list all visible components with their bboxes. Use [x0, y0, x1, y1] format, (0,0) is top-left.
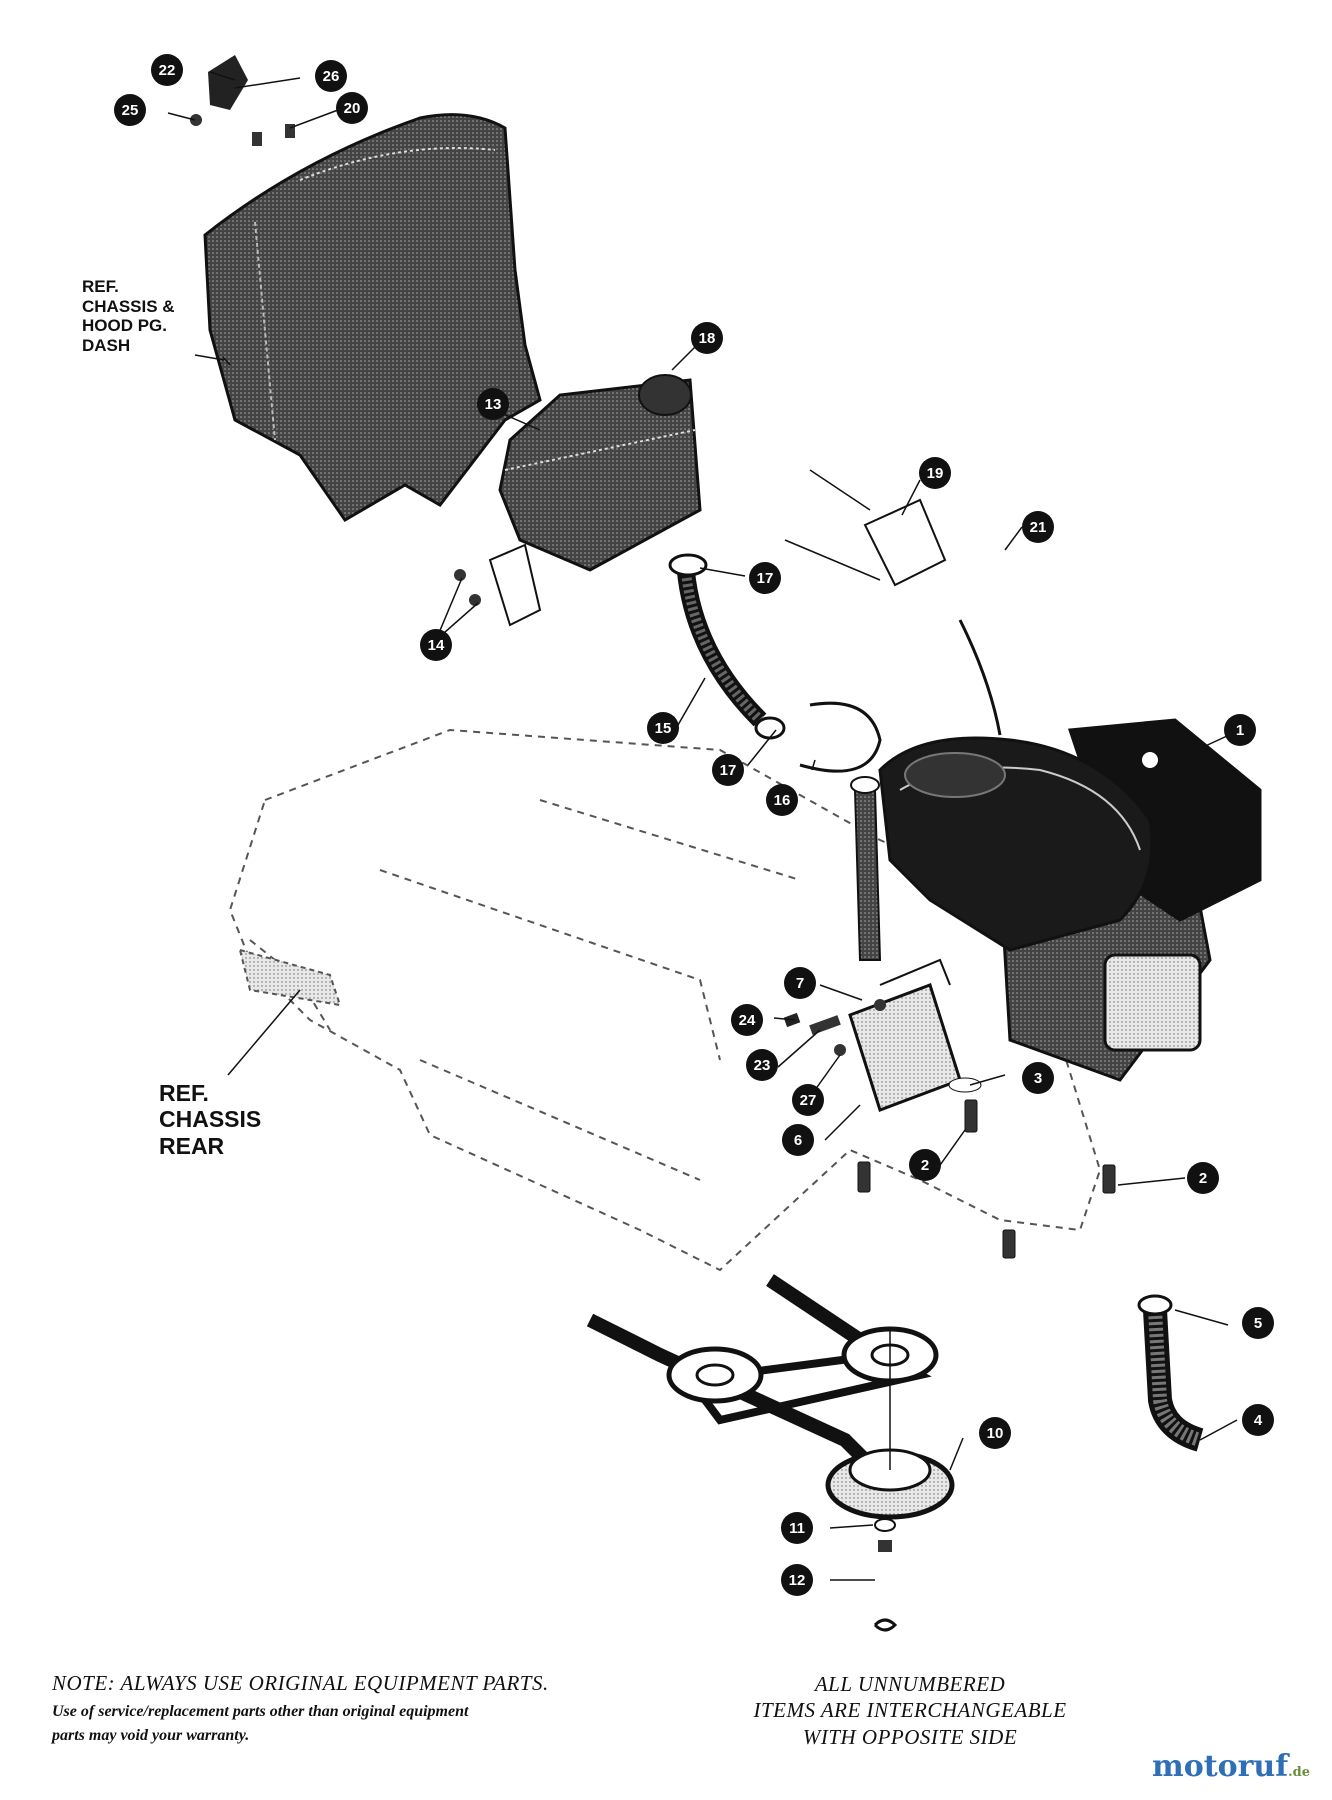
callout-label: 22 [159, 62, 176, 79]
callout-label: 5 [1254, 1315, 1262, 1332]
callout-11: 11 [781, 1512, 813, 1544]
callout-1: 1 [1224, 714, 1256, 746]
callout-24: 24 [731, 1004, 763, 1036]
note-body: Use of service/replacement parts other t… [52, 1700, 672, 1748]
interchangeable-line: ITEMS ARE INTERCHANGEABLE [753, 1698, 1067, 1723]
callout-label: 10 [987, 1425, 1004, 1442]
callout-label: 3 [1034, 1070, 1042, 1087]
engine-part [878, 718, 1262, 1082]
callout-label: 2 [1199, 1170, 1207, 1187]
callout-23: 23 [746, 1049, 778, 1081]
muffler-part [848, 958, 962, 1112]
callout-label: 26 [323, 68, 340, 85]
chassis-outline [228, 728, 1177, 1272]
callout-label: 16 [774, 792, 791, 809]
callout-label: 27 [800, 1092, 817, 1109]
dash-hardware [190, 55, 295, 146]
callout-2a: 2 [909, 1149, 941, 1181]
callout-6: 6 [782, 1124, 814, 1156]
hood-dash-part [203, 113, 542, 522]
callout-label: 6 [794, 1132, 802, 1149]
callout-14: 14 [420, 629, 452, 661]
throttle-control [784, 469, 1002, 736]
callout-label: 21 [1030, 519, 1047, 536]
callout-3: 3 [1022, 1062, 1054, 1094]
callout-15: 15 [647, 712, 679, 744]
oil-drain-hose [1137, 1294, 1204, 1452]
ref-chassis-hood-dash-label: REF. CHASSIS & HOOD PG. DASH [82, 277, 175, 355]
watermark-logo: motoruf.de [1152, 1749, 1310, 1784]
callout-17b: 17 [712, 754, 744, 786]
callout-label: 13 [485, 396, 502, 413]
callout-label: 25 [122, 102, 139, 119]
mount-bolts [857, 1077, 1116, 1259]
callout-label: 17 [720, 762, 737, 779]
callout-21: 21 [1022, 511, 1054, 543]
ref-line: DASH [82, 335, 131, 355]
tank-bracket [454, 543, 542, 627]
fuel-hose [668, 553, 786, 740]
callout-label: 15 [655, 720, 672, 737]
callout-22: 22 [151, 54, 183, 86]
callout-label: 12 [789, 1572, 806, 1589]
callout-19: 19 [919, 457, 951, 489]
callout-26: 26 [315, 60, 347, 92]
watermark-main: motoruf [1151, 1749, 1289, 1784]
callout-label: 18 [699, 330, 716, 347]
ref-line: HOOD PG. [82, 316, 168, 336]
callout-label: 19 [927, 465, 944, 482]
callout-label: 2 [921, 1157, 929, 1174]
ref-line: CHASSIS & [82, 296, 175, 316]
callout-5: 5 [1242, 1307, 1274, 1339]
fuel-tank-part [498, 374, 702, 572]
callout-label: 23 [754, 1057, 771, 1074]
callout-16: 16 [766, 784, 798, 816]
hose-clip [799, 701, 882, 773]
callout-17a: 17 [749, 562, 781, 594]
ref-line: REF. [159, 1080, 209, 1106]
interchangeable-note: ALL UNNUMBERED ITEMS ARE INTERCHANGEABLE… [700, 1671, 1120, 1750]
ref-line: REAR [159, 1132, 225, 1159]
ref-line: REF. [82, 277, 119, 296]
chassis-rear-bracket [238, 948, 342, 1007]
interchangeable-line: ALL UNNUMBERED [814, 1672, 1006, 1696]
callout-2b: 2 [1187, 1162, 1219, 1194]
callout-13: 13 [477, 388, 509, 420]
ref-chassis-rear-label: REF. CHASSIS REAR [159, 1080, 261, 1159]
dipstick-tube [850, 776, 882, 961]
callout-12: 12 [781, 1564, 813, 1596]
watermark-suffix: .de [1288, 1765, 1310, 1780]
callout-label: 14 [428, 637, 445, 654]
callout-label: 20 [344, 100, 361, 117]
warranty-note: NOTE: ALWAYS USE ORIGINAL EQUIPMENT PART… [52, 1671, 672, 1748]
callout-label: 7 [796, 975, 804, 992]
callout-20: 20 [336, 92, 368, 124]
callout-27: 27 [792, 1084, 824, 1116]
interchangeable-line: WITH OPPOSITE SIDE [802, 1724, 1018, 1749]
callout-18: 18 [691, 322, 723, 354]
callout-label: 11 [789, 1520, 805, 1537]
callout-25: 25 [114, 94, 146, 126]
callout-10: 10 [979, 1417, 1011, 1449]
callout-label: 1 [1236, 722, 1244, 739]
pulley-belt-assembly [586, 1274, 955, 1520]
callout-4: 4 [1242, 1404, 1274, 1436]
note-title: NOTE: ALWAYS USE ORIGINAL EQUIPMENT PART… [52, 1671, 549, 1695]
callout-label: 4 [1254, 1412, 1263, 1429]
pulley-hardware [873, 1518, 898, 1632]
ref-line: CHASSIS [159, 1106, 262, 1133]
callout-label: 24 [739, 1012, 756, 1029]
callout-7: 7 [784, 967, 816, 999]
callout-label: 17 [757, 570, 774, 587]
note-line: parts may void your warranty. [52, 1727, 250, 1744]
note-line: Use of service/replacement parts other t… [52, 1703, 469, 1720]
